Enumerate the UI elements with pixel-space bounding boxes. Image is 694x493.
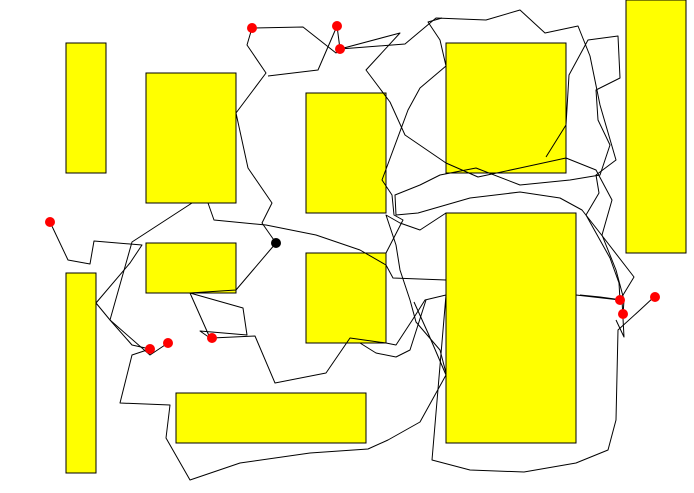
path-line <box>235 26 341 244</box>
path-line <box>339 9 621 301</box>
path-line <box>394 35 635 301</box>
obstacle <box>175 392 367 444</box>
path-line <box>207 202 447 384</box>
path-line <box>49 221 151 350</box>
goal-point <box>163 338 173 348</box>
goal-point <box>650 292 660 302</box>
obstacle <box>445 42 567 174</box>
obstacle <box>445 212 577 444</box>
path-line <box>267 25 341 77</box>
path-line <box>385 212 447 374</box>
obstacle <box>625 0 687 254</box>
goal-point <box>335 44 345 54</box>
goal-point <box>247 23 257 33</box>
goal-point <box>332 21 342 31</box>
goal-point <box>45 217 55 227</box>
path-line <box>119 301 447 481</box>
path-line <box>431 294 655 473</box>
obstacle <box>305 92 387 214</box>
goal-point <box>618 309 628 319</box>
goal-point <box>615 295 625 305</box>
start-point <box>271 238 281 248</box>
obstacle <box>65 272 97 474</box>
goal-point <box>207 333 217 343</box>
obstacle <box>65 42 107 174</box>
path-line <box>339 32 625 316</box>
goal-point <box>145 344 155 354</box>
path-line <box>359 299 427 358</box>
obstacles <box>65 0 687 474</box>
goal-points <box>45 21 660 354</box>
path-line <box>381 17 447 254</box>
paths <box>49 9 655 481</box>
obstacle <box>305 252 387 344</box>
obstacle <box>145 72 237 204</box>
obstacle <box>145 242 237 294</box>
path-line <box>189 242 277 339</box>
